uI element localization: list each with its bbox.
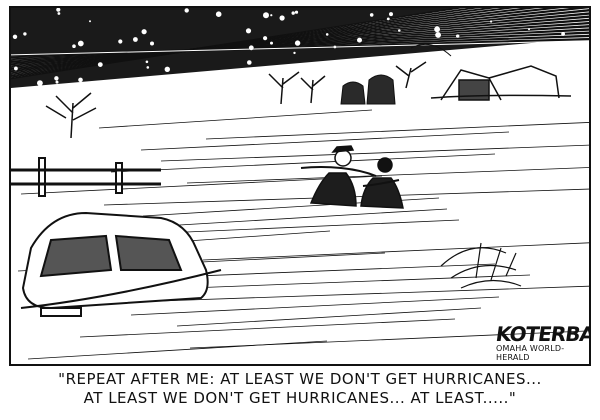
drift-line xyxy=(140,131,510,151)
snowflake xyxy=(294,10,299,14)
bare-trees xyxy=(45,61,427,139)
figure-right xyxy=(360,157,404,209)
snowflake xyxy=(296,78,302,83)
snowflake xyxy=(89,20,91,23)
drift-line xyxy=(205,122,589,140)
drift-line xyxy=(27,340,328,360)
snowflake xyxy=(398,29,401,32)
snowflake xyxy=(357,37,362,43)
snowflake xyxy=(386,17,390,21)
snowflake xyxy=(294,40,301,46)
snowflake xyxy=(423,57,427,61)
cartoon-illustration xyxy=(11,8,589,360)
snowflake xyxy=(247,60,252,65)
signature-name: KOTERBA xyxy=(494,322,591,346)
snowflake xyxy=(279,15,285,21)
snowflake xyxy=(72,44,76,48)
snowflake xyxy=(325,33,329,36)
snowflake xyxy=(270,41,273,45)
snowflake xyxy=(118,39,123,44)
snowflake xyxy=(333,45,337,49)
sky-streak xyxy=(11,40,589,56)
snowflake xyxy=(520,44,524,48)
snowflake xyxy=(97,62,103,67)
snowy-bush xyxy=(440,242,522,289)
snowflake xyxy=(57,12,61,15)
snowflake xyxy=(55,80,59,84)
drift-line xyxy=(145,208,448,228)
signature-publication: OMAHA WORLD-HERALD xyxy=(496,344,565,362)
snowflakes xyxy=(12,8,586,89)
snowflake xyxy=(440,57,446,62)
snowflake xyxy=(561,32,565,36)
snowflake xyxy=(37,80,43,86)
snowflake xyxy=(56,8,61,12)
snowflake xyxy=(77,40,84,47)
snowflake xyxy=(568,79,574,85)
snowflake xyxy=(133,37,138,42)
drift-line xyxy=(20,175,383,195)
snowflake xyxy=(489,74,493,77)
snowflake xyxy=(245,28,252,34)
drift-line xyxy=(186,167,589,184)
drift-line xyxy=(130,296,500,316)
drift-line xyxy=(79,318,456,338)
snowflake xyxy=(141,29,147,35)
cartoon-caption: "REPEAT AFTER ME: AT LEAST WE DON'T GET … xyxy=(0,370,600,408)
snowflake xyxy=(391,76,395,80)
snowflake xyxy=(14,66,18,71)
buried-car xyxy=(20,211,222,317)
snowflake xyxy=(579,42,583,46)
snowflake xyxy=(23,32,27,36)
snowflake xyxy=(291,11,295,15)
drift-line xyxy=(176,307,482,327)
snowflake xyxy=(273,82,279,89)
drift-line xyxy=(98,109,373,129)
snowflake xyxy=(528,28,530,31)
snowflake xyxy=(146,66,150,69)
artist-signature: KOTERBA OMAHA WORLD-HERALD xyxy=(494,322,591,362)
snowflake xyxy=(215,11,222,17)
snowflake xyxy=(456,34,460,38)
silos xyxy=(340,74,396,105)
fence xyxy=(11,157,161,197)
snowflake xyxy=(78,77,83,83)
drift-line xyxy=(202,242,589,261)
snowflake xyxy=(389,12,393,17)
snowflake xyxy=(145,60,149,64)
snowflake xyxy=(54,76,59,81)
cartoon-panel: KOTERBA OMAHA WORLD-HERALD xyxy=(9,6,591,366)
caption-line-2: AT LEAST WE DON'T GET HURRICANES... AT L… xyxy=(83,389,517,407)
snowflake xyxy=(532,48,537,53)
snowflake xyxy=(184,8,189,13)
snowflake xyxy=(12,34,18,39)
snowflake xyxy=(164,66,170,72)
drift-line xyxy=(160,144,589,162)
snowflake xyxy=(263,36,268,41)
snowflake xyxy=(369,13,374,17)
drift-line xyxy=(110,153,496,173)
snowflake xyxy=(490,20,493,23)
snowflake xyxy=(270,14,273,17)
storm-sky xyxy=(11,8,589,88)
farmhouse xyxy=(410,43,572,101)
caption-line-1: "REPEAT AFTER ME: AT LEAST WE DON'T GET … xyxy=(58,370,542,388)
snowflake xyxy=(248,45,254,51)
snowflake xyxy=(435,32,441,38)
figure-left xyxy=(300,145,377,207)
snowflake xyxy=(580,56,586,62)
snowflake xyxy=(150,41,154,46)
snowflake xyxy=(434,26,440,33)
snowflake xyxy=(293,51,296,55)
snowflake xyxy=(263,12,269,19)
